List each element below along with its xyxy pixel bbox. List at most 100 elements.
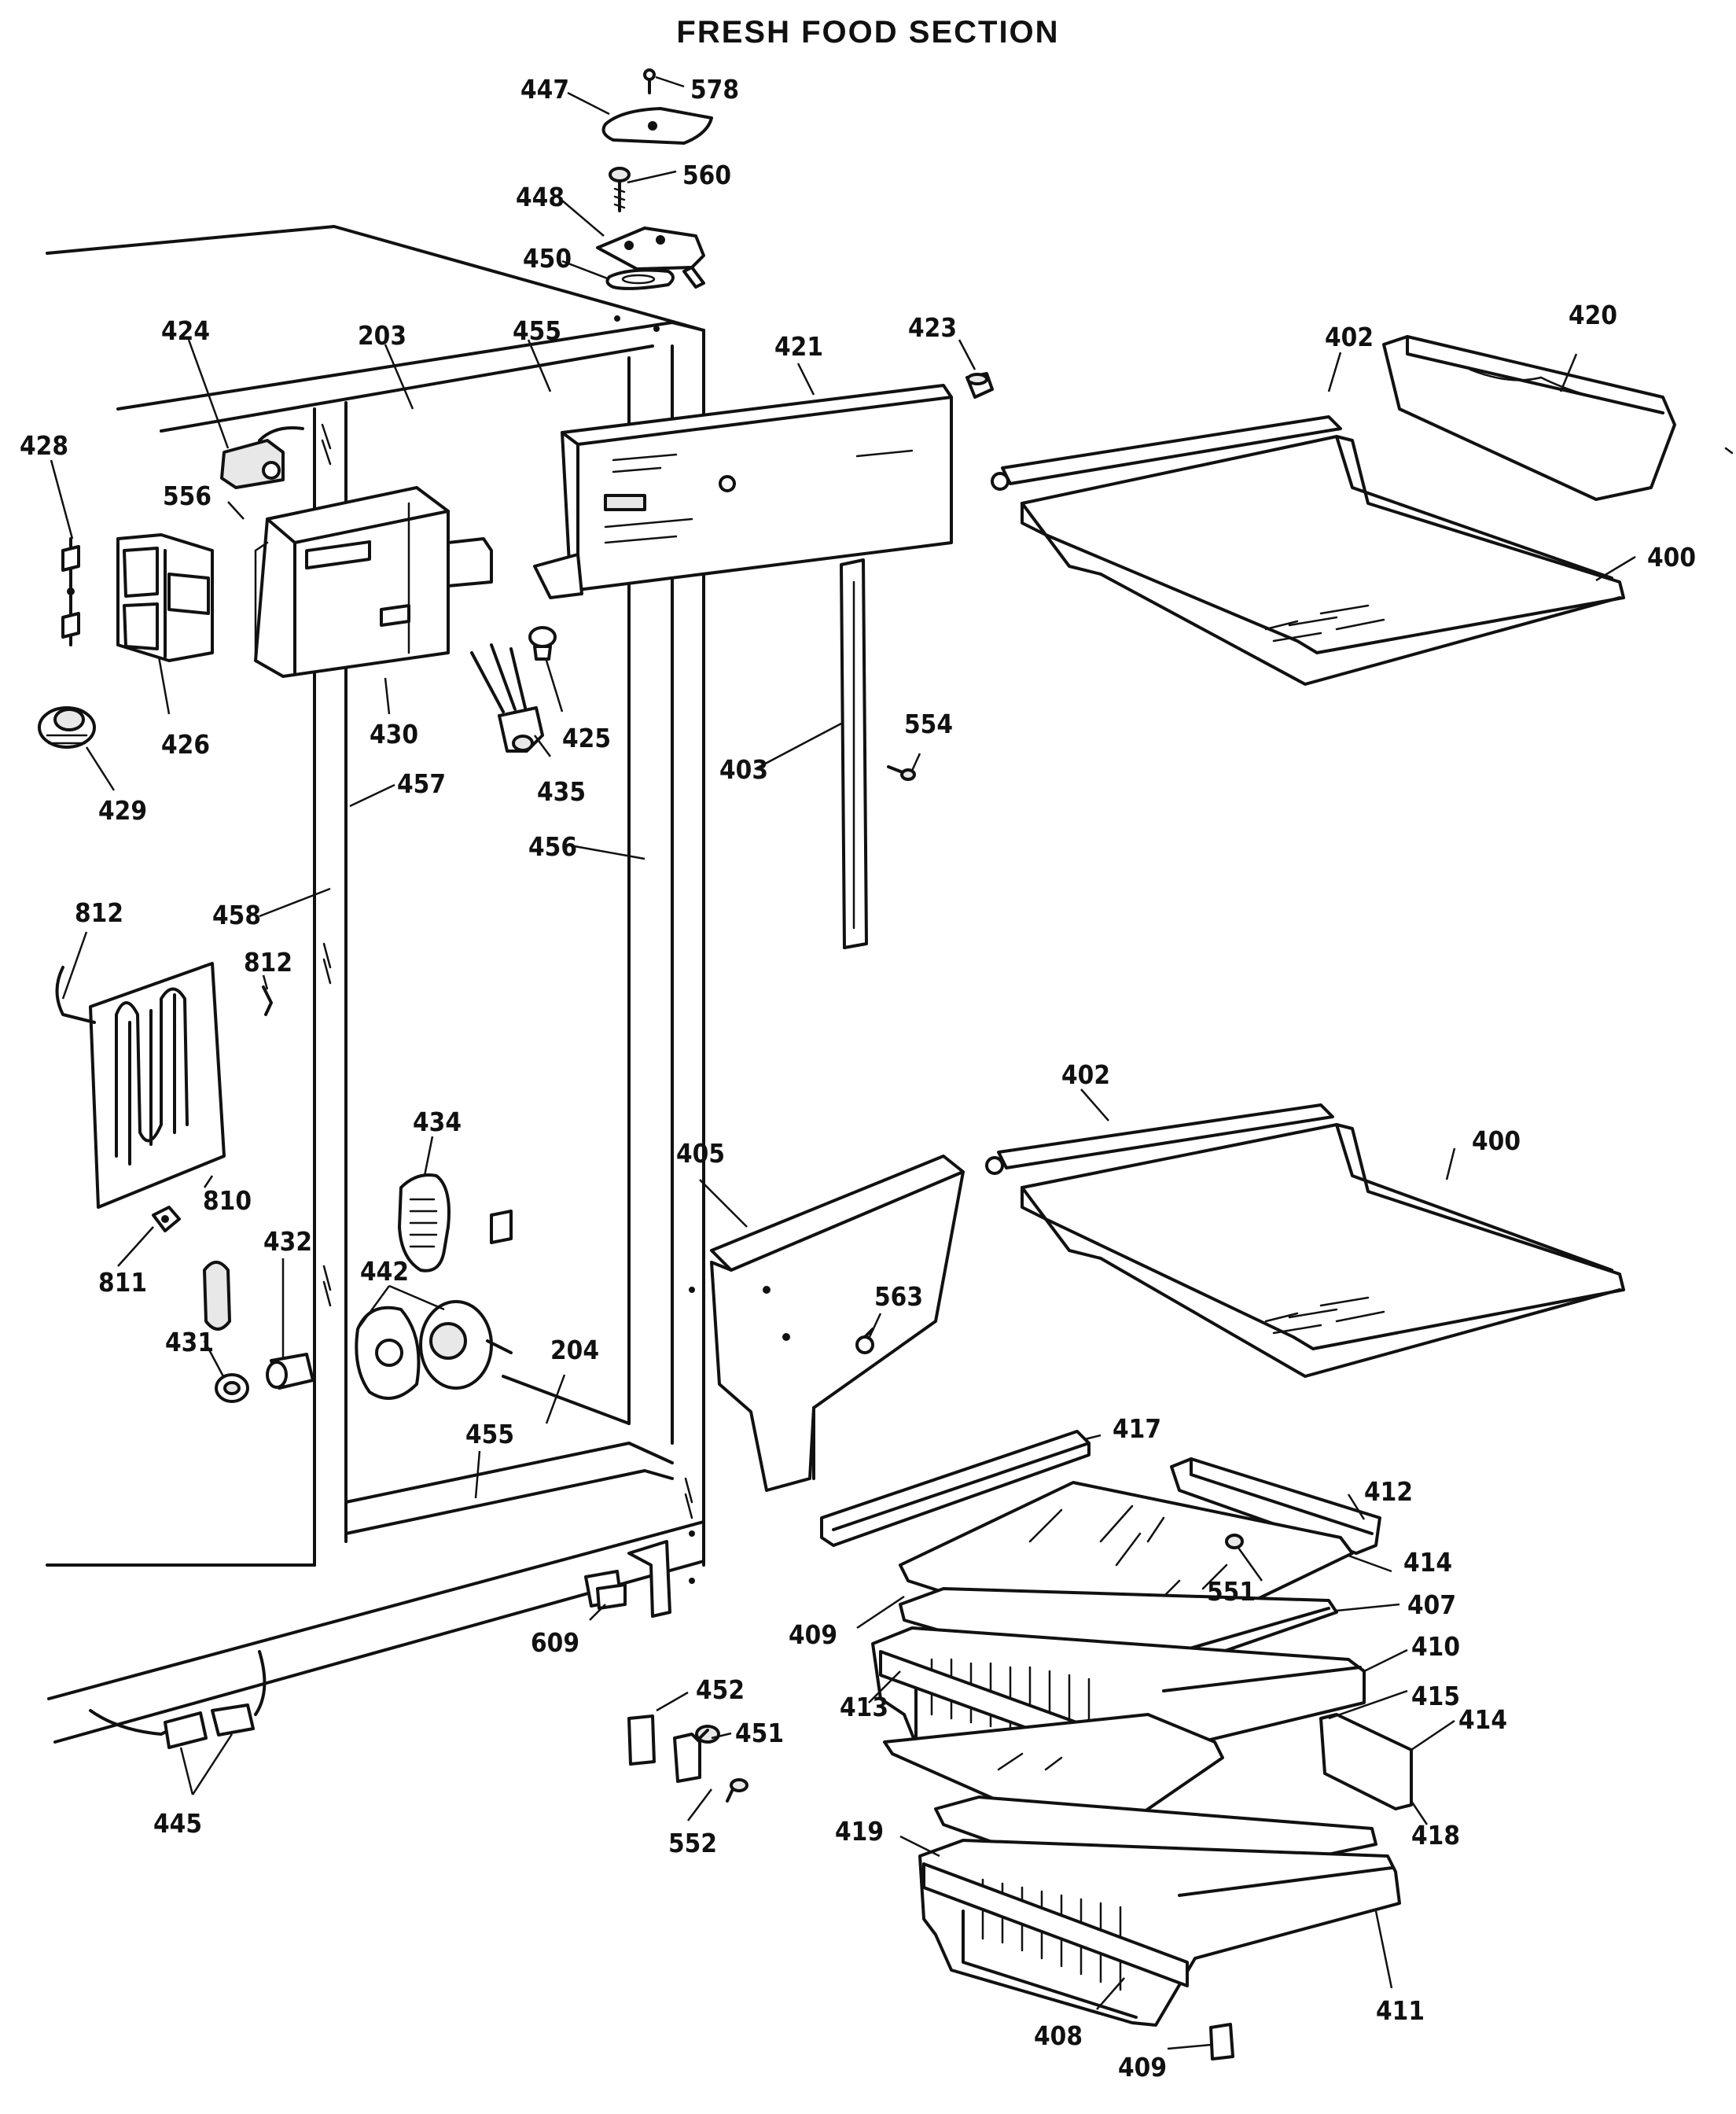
label-430: 430 <box>370 719 418 749</box>
label-450: 450 <box>523 243 572 274</box>
thermostat-capsule <box>203 1261 231 1331</box>
light-shield <box>490 1210 513 1244</box>
label-405: 405 <box>676 1138 725 1169</box>
top-hinge-cover <box>601 107 713 145</box>
label-400-upper: 400 <box>1647 542 1696 573</box>
bottom-hinge <box>673 1725 720 1783</box>
hinge-shim <box>605 268 675 290</box>
label-418: 418 <box>1411 1820 1460 1851</box>
control-knob-small <box>965 372 994 399</box>
heater-clip <box>262 985 273 1016</box>
leader-lines <box>50 76 1636 2050</box>
label-560: 560 <box>682 160 731 190</box>
label-409-upper: 409 <box>789 1619 837 1650</box>
label-451: 451 <box>735 1718 784 1748</box>
grommet <box>215 1373 249 1403</box>
label-578: 578 <box>690 74 739 105</box>
crisper-slide-rail <box>820 1430 1091 1547</box>
label-415: 415 <box>1411 1681 1460 1711</box>
drawer-label <box>1209 2023 1234 2061</box>
lower-crisper-drawer <box>918 1839 1401 2027</box>
rail-screw <box>887 765 916 781</box>
label-414-upper: 414 <box>1403 1547 1452 1578</box>
label-810: 810 <box>203 1185 252 1216</box>
label-407: 407 <box>1407 1589 1456 1620</box>
lower-shelf <box>985 1103 1625 1378</box>
label-203: 203 <box>358 320 406 351</box>
label-420: 420 <box>1569 300 1617 330</box>
label-556: 556 <box>163 481 211 511</box>
hinge-bolt <box>726 1778 748 1803</box>
label-423: 423 <box>908 312 957 343</box>
label-428: 428 <box>20 430 68 461</box>
label-421: 421 <box>774 331 823 362</box>
label-455-top: 455 <box>513 315 561 346</box>
label-445: 445 <box>153 1808 202 1839</box>
control-knob <box>38 706 96 749</box>
label-400-lower: 400 <box>1472 1125 1521 1156</box>
heater-fastener <box>152 1206 181 1232</box>
shelf-support-rail <box>840 558 868 949</box>
control-housing <box>254 486 493 678</box>
label-403: 403 <box>719 754 768 785</box>
label-812-right: 812 <box>244 947 292 978</box>
label-402-lower: 402 <box>1061 1059 1110 1090</box>
label-452: 452 <box>696 1674 745 1705</box>
label-414-lower: 414 <box>1458 1704 1507 1735</box>
label-429: 429 <box>98 795 147 826</box>
hinge-screw <box>609 167 631 212</box>
light-bulb <box>528 626 557 661</box>
label-402-upper: 402 <box>1325 322 1374 352</box>
spacer <box>266 1353 314 1390</box>
label-409-lower: 409 <box>1118 2052 1167 2083</box>
crisper-divider-rail <box>1319 1713 1413 1810</box>
label-425: 425 <box>562 723 611 753</box>
fan-motor-assembly <box>355 1300 513 1400</box>
snack-pan <box>1382 335 1676 501</box>
label-408: 408 <box>1034 2020 1083 2051</box>
label-426: 426 <box>161 729 210 760</box>
cover-screw <box>643 68 656 94</box>
label-448: 448 <box>516 182 565 212</box>
heater-assembly <box>55 962 226 1209</box>
label-447: 447 <box>520 74 569 105</box>
label-812-left: 812 <box>75 897 123 928</box>
label-410: 410 <box>1411 1631 1460 1662</box>
part-labels: 447 578 448 560 450 424 203 455 421 423 … <box>20 74 1696 2083</box>
label-419: 419 <box>835 1816 884 1847</box>
crisper-cover-screw <box>1225 1534 1244 1549</box>
label-456: 456 <box>528 831 577 862</box>
label-458: 458 <box>212 900 261 930</box>
temperature-control <box>220 426 304 489</box>
label-435: 435 <box>537 776 586 807</box>
light-cover <box>398 1173 451 1272</box>
label-551: 551 <box>1207 1576 1256 1607</box>
label-455-bottom: 455 <box>465 1419 514 1449</box>
label-811: 811 <box>98 1267 147 1298</box>
upper-shelf <box>991 415 1625 686</box>
label-411: 411 <box>1376 1995 1425 2026</box>
label-413: 413 <box>840 1692 888 1722</box>
power-cord-plug <box>89 1650 267 1749</box>
control-panel <box>533 384 953 599</box>
label-424: 424 <box>161 315 210 346</box>
damper-control <box>116 533 214 662</box>
label-412: 412 <box>1364 1476 1413 1507</box>
label-457: 457 <box>397 768 446 799</box>
label-554: 554 <box>904 709 953 739</box>
label-434: 434 <box>413 1107 462 1137</box>
crisper-rail-right <box>1170 1457 1381 1555</box>
label-609: 609 <box>531 1627 579 1658</box>
crisper-cover-support <box>710 1155 965 1492</box>
leveling-leg <box>584 1570 627 1610</box>
label-442: 442 <box>360 1256 409 1287</box>
diagram-title: FRESH FOOD SECTION <box>676 15 1059 50</box>
mounting-bracket <box>61 537 80 646</box>
label-552: 552 <box>668 1828 717 1858</box>
label-417: 417 <box>1113 1413 1161 1444</box>
label-431: 431 <box>165 1327 214 1357</box>
label-204: 204 <box>550 1335 599 1365</box>
light-socket <box>470 643 544 753</box>
label-563: 563 <box>874 1281 923 1312</box>
